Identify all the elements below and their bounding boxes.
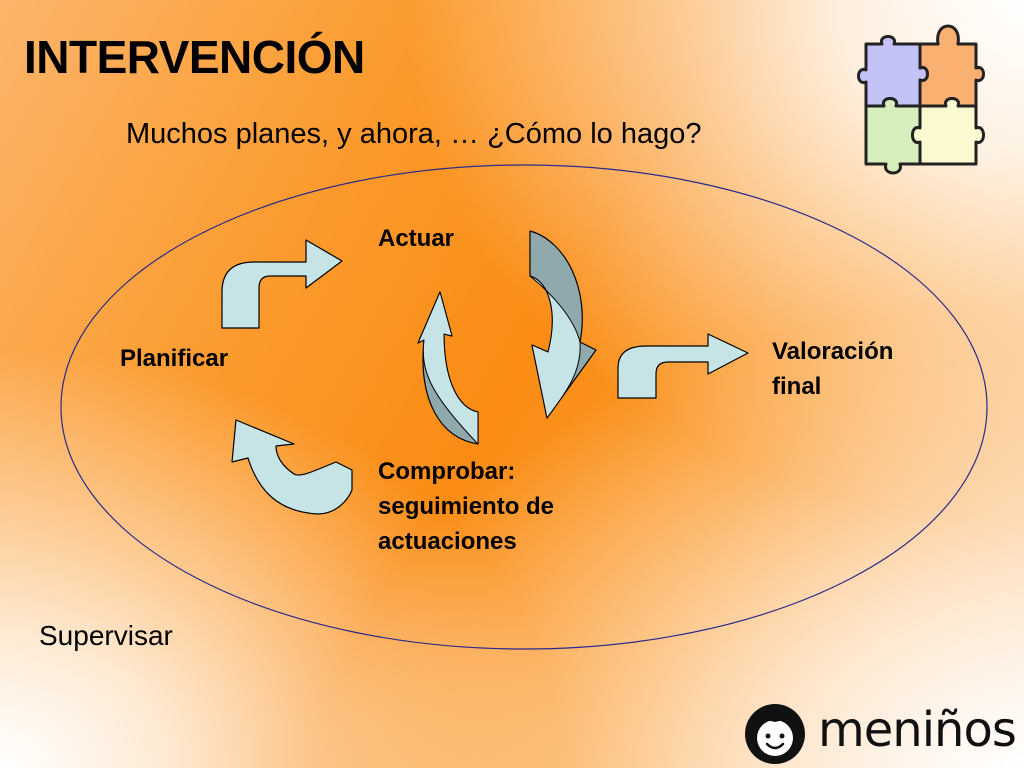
label-supervisar: Supervisar — [39, 620, 173, 651]
label-actuar: Actuar — [378, 225, 455, 252]
label-valoracion-final: Valoración final — [772, 334, 893, 404]
arrow-act-to-check-face — [529, 275, 581, 419]
puzzle-piece-orange — [918, 24, 985, 108]
arrow-check-to-plan — [231, 419, 353, 515]
brand-name: meniños — [818, 702, 1017, 758]
label-comprobar: Comprobar: seguimiento de actuaciones — [378, 454, 554, 559]
label-planificar: Planificar — [120, 345, 229, 372]
slide-subtitle: Muchos planes, y ahora, … ¿Cómo lo hago? — [126, 118, 702, 150]
supervision-ellipse — [60, 164, 988, 650]
puzzle-piece-yellow — [911, 97, 985, 166]
puzzle-piece-purple — [857, 35, 929, 108]
puzzle-icon — [857, 24, 985, 175]
label-valoracion-line-2: final — [772, 373, 822, 400]
label-comprobar-line-1: Comprobar: — [378, 458, 516, 485]
arrow-check-to-act-face — [417, 291, 479, 445]
arrow-to-final-evaluation — [617, 333, 749, 399]
label-valoracion-line-1: Valoración — [772, 338, 894, 365]
slide-title: INTERVENCIÓN — [24, 31, 365, 83]
arrow-plan-to-act — [221, 239, 343, 329]
label-comprobar-line-2: seguimiento de — [378, 493, 555, 520]
menino-logo-icon — [745, 704, 805, 764]
label-comprobar-line-3: actuaciones — [378, 528, 517, 555]
